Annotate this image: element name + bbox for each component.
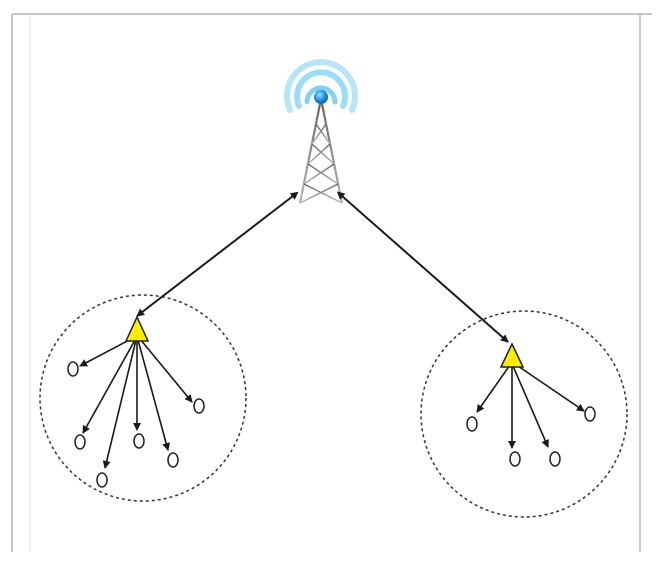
user-l2-icon (74, 434, 86, 450)
user-r4-icon (584, 406, 596, 422)
user-l4-icon (133, 433, 145, 449)
user-l6-icon (193, 398, 205, 414)
relay-left-icon (124, 315, 150, 342)
signal-waves-icon (284, 59, 358, 113)
link-relay-right-user-r3 (512, 365, 549, 448)
link-relay-right-user-r1 (476, 364, 511, 413)
frame-border (11, 13, 652, 552)
link-relay-left-user-l2 (82, 339, 136, 434)
cluster-left-boundary (39, 294, 247, 502)
user-r3-icon (549, 451, 561, 467)
antenna-dot-icon (314, 90, 328, 104)
link-tower-relay-right (336, 191, 509, 343)
cluster-right-boundary (420, 310, 628, 518)
link-relay-left-user-l3 (102, 339, 137, 469)
user-l1-icon (67, 361, 79, 377)
link-relay-right-user-r4 (514, 363, 585, 412)
base-station-tower-icon (298, 103, 344, 204)
user-l3-icon (96, 472, 108, 488)
user-r2-icon (509, 451, 521, 467)
link-tower-relay-left (136, 191, 299, 317)
link-relay-left-user-l5 (137, 339, 171, 451)
link-relay-left-user-l1 (79, 337, 134, 367)
relay-right-icon (499, 342, 525, 368)
user-r1-icon (466, 416, 478, 432)
left-cluster-links (79, 337, 193, 469)
right-cluster-links (476, 363, 585, 449)
link-relay-left-user-l6 (139, 338, 193, 403)
user-l5-icon (167, 452, 179, 468)
